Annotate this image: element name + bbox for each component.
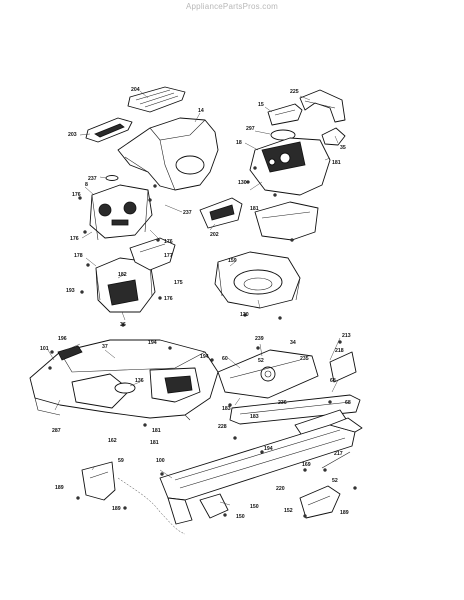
leader-lines <box>47 90 341 506</box>
callout-202: 202 <box>210 232 219 238</box>
right-bracket <box>329 351 357 393</box>
callout-189-b: 189 <box>112 506 121 512</box>
callout-237-mid: 237 <box>183 210 192 216</box>
headlight-panel <box>89 184 153 241</box>
callout-203: 203 <box>68 132 77 138</box>
steering-support <box>199 197 243 229</box>
callout-159: 159 <box>228 258 237 264</box>
callout-150-a: 150 <box>250 504 259 510</box>
callout-178: 178 <box>74 253 83 259</box>
grille-bracket <box>129 237 176 271</box>
callout-181-bot: 181 <box>152 428 161 434</box>
callout-162: 162 <box>108 438 117 444</box>
callout-152: 152 <box>284 508 293 514</box>
hood-lens <box>105 175 119 181</box>
dash-bracket <box>254 201 319 241</box>
callout-150-b: 150 <box>236 514 245 520</box>
callout-177: 177 <box>164 253 173 259</box>
callout-204: 204 <box>131 87 140 93</box>
callout-176-c: 176 <box>164 239 173 245</box>
callout-196: 196 <box>58 336 67 342</box>
callout-34: 34 <box>290 340 296 346</box>
callout-228: 228 <box>218 424 227 430</box>
callout-37: 37 <box>102 344 108 350</box>
dash-panel <box>249 137 331 196</box>
chassis-body <box>29 339 219 421</box>
callout-218: 218 <box>335 348 344 354</box>
callout-35: 35 <box>340 145 346 151</box>
knob <box>321 127 346 146</box>
callout-labels: 204 14 225 203 15 297 18 35 237 181 176 … <box>40 87 351 520</box>
callout-18: 18 <box>236 140 242 146</box>
hitch-plate <box>299 485 341 519</box>
callout-239: 239 <box>255 336 264 342</box>
callout-194-a: 194 <box>148 340 157 346</box>
callout-235: 235 <box>300 356 309 362</box>
hood <box>117 117 219 191</box>
callout-36: 36 <box>120 322 126 328</box>
callout-217: 217 <box>334 451 343 457</box>
callout-52-b: 52 <box>332 478 338 484</box>
brake-rod <box>321 451 351 469</box>
callout-68-b: 68 <box>345 400 351 406</box>
callout-60: 60 <box>222 356 228 362</box>
callout-8: 8 <box>85 182 88 188</box>
callout-220: 220 <box>276 486 285 492</box>
engine-shroud <box>214 251 301 309</box>
callout-101: 101 <box>40 346 49 352</box>
main-frame <box>159 417 363 525</box>
callout-136: 136 <box>135 378 144 384</box>
hood-grille-insert <box>85 117 133 143</box>
callout-181-mid: 181 <box>250 206 259 212</box>
callout-169: 169 <box>302 462 311 468</box>
callout-189-a: 189 <box>55 485 64 491</box>
cable <box>117 477 186 535</box>
callout-287: 287 <box>52 428 61 434</box>
callout-176-b: 176 <box>70 236 79 242</box>
callout-59: 59 <box>118 458 124 464</box>
pedal-pad <box>57 345 83 361</box>
callout-52: 52 <box>258 358 264 364</box>
callout-189-c: 189 <box>340 510 349 516</box>
front-grille <box>95 257 156 313</box>
callout-181-low: 181 <box>150 440 159 446</box>
callout-194-c: 194 <box>264 446 273 452</box>
callout-68-a: 68 <box>330 378 336 384</box>
callout-100: 100 <box>156 458 165 464</box>
callout-130-a: 130 <box>238 180 247 186</box>
engine-plate <box>217 349 319 399</box>
callout-237-top: 237 <box>88 176 97 182</box>
callout-213: 213 <box>342 333 351 339</box>
fasteners <box>48 166 357 518</box>
callout-176-a: 176 <box>72 192 81 198</box>
callout-183-a: 183 <box>222 406 231 412</box>
callout-183-b: 183 <box>250 414 259 420</box>
callout-182: 182 <box>118 272 127 278</box>
callout-181-top: 181 <box>332 160 341 166</box>
callout-193: 193 <box>66 288 75 294</box>
callout-14: 14 <box>198 108 204 114</box>
front-axle-bracket <box>81 461 116 501</box>
hood-top-pad <box>127 86 186 113</box>
callout-194-b: 194 <box>200 354 209 360</box>
callout-225: 225 <box>290 89 299 95</box>
callout-236: 236 <box>278 400 287 406</box>
callout-176-d: 176 <box>164 296 173 302</box>
watermark: AppliancePartsPros.com <box>186 2 278 11</box>
callout-130-b: 130 <box>240 312 249 318</box>
fuel-cap-plate <box>267 103 303 126</box>
callout-297: 297 <box>246 126 255 132</box>
callout-15: 15 <box>258 102 264 108</box>
fender-cover <box>299 89 346 123</box>
callout-175: 175 <box>174 280 183 286</box>
